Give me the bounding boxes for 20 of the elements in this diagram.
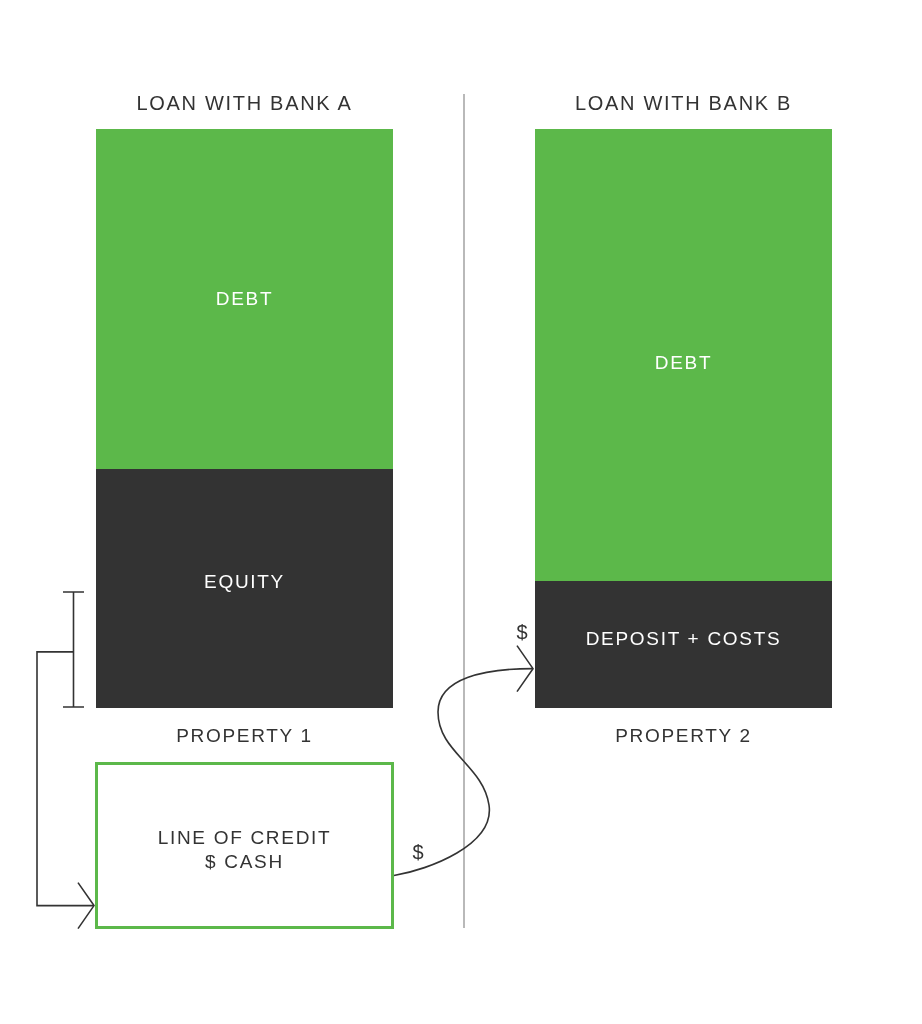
debt-segment <box>535 129 832 581</box>
credit-box <box>95 762 394 929</box>
dollar-label: $ <box>412 841 424 863</box>
arrow <box>393 645 534 877</box>
debt-segment <box>96 129 393 469</box>
dollar-label: $ <box>516 621 528 643</box>
column-caption: PROPERTY 2 <box>615 725 752 747</box>
equity-segment <box>96 469 393 708</box>
arrow <box>36 651 95 930</box>
segment-label: DEBT <box>654 352 713 374</box>
box-subtitle: $ CASH <box>205 851 284 873</box>
deposit-segment <box>535 581 832 708</box>
segment-label: EQUITY <box>204 571 285 593</box>
column-heading: LOAN WITH BANK A <box>136 92 353 114</box>
segment-label: DEBT <box>215 288 274 310</box>
bracket <box>63 591 84 708</box>
column-heading: LOAN WITH BANK B <box>574 92 793 114</box>
box-title: LINE OF CREDIT <box>157 827 332 849</box>
segment-label: DEPOSIT + COSTS <box>585 628 782 650</box>
column-caption: PROPERTY 1 <box>176 725 313 747</box>
